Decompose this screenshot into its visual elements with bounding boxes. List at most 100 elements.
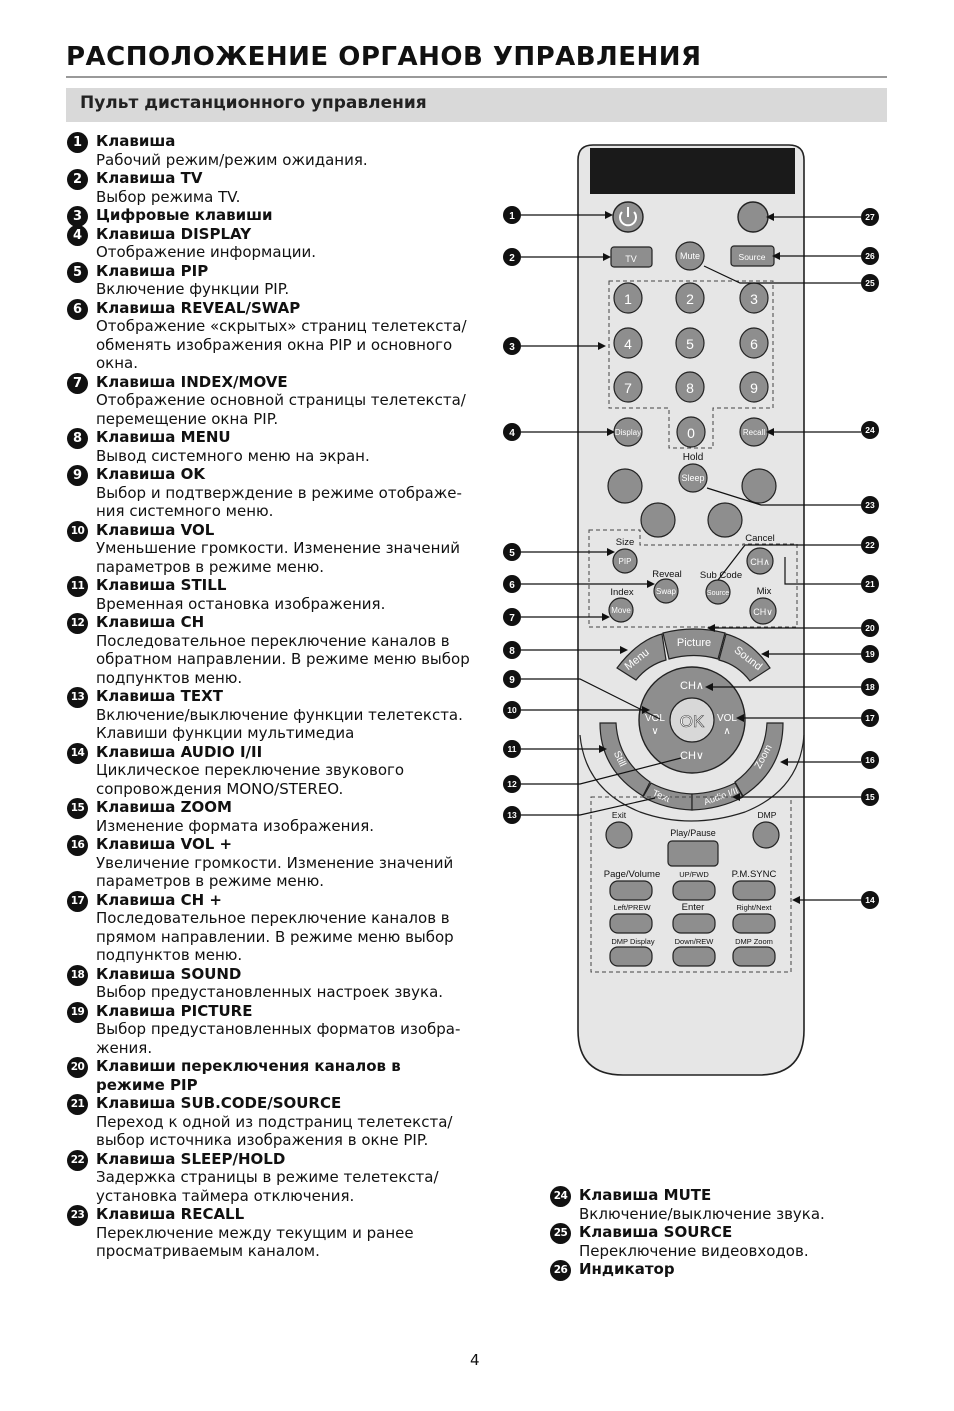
leader-lines [521, 214, 861, 901]
display-button-label: Display [615, 428, 641, 437]
callout-15: 15 [865, 792, 875, 802]
callout-26: 26 [865, 251, 875, 261]
legend-title: Клавиша SUB.CODE/SOURCE [96, 1094, 342, 1112]
outer-arc [579, 734, 805, 822]
callout-11: 11 [508, 744, 517, 754]
dmp-display-label: DMP Display [611, 937, 654, 946]
legend-number: 14 [67, 742, 88, 764]
callout-5: 5 [509, 548, 515, 559]
legend-desc: Включение функции PIP. [96, 280, 290, 298]
pip-source-button-label: Source [707, 590, 729, 597]
recall-button-label: Recall [743, 428, 765, 437]
legend-number: 10 [67, 520, 88, 542]
legend-title: Клавиша INDEX/MOVE [96, 372, 288, 391]
legend-desc: Переключение видеовходов. [579, 1241, 809, 1260]
legend-number: 20 [67, 1057, 88, 1078]
callout-badges-left [503, 206, 521, 824]
legend-number: 1 [67, 132, 88, 153]
legend-number: 19 [67, 1001, 88, 1023]
callout-badges-right [861, 208, 879, 909]
legend-title: Клавиша DISPLAY [96, 224, 252, 243]
digit-0: 0 [687, 425, 695, 441]
legend-desc: Отображение «скрытых» страниц телетекста… [96, 317, 467, 372]
callout-9: 9 [509, 675, 515, 686]
blank-button-mid-right [707, 502, 743, 538]
callout-12: 12 [507, 779, 517, 789]
legend-number: 15 [67, 798, 88, 819]
move-button [608, 597, 634, 623]
hold-label: Hold [683, 452, 704, 463]
ch-up-label: CH∧ [680, 680, 704, 692]
legend-number: 22 [67, 1149, 88, 1171]
legend-number: 5 [67, 261, 88, 283]
remote-diagram: TV Mute Source 1 2 3 4 5 6 7 8 9 0 Displ… [500, 140, 890, 1190]
legend-desc: Последовательное переключение каналов в … [96, 631, 470, 687]
callout-14: 14 [865, 895, 875, 905]
up-fwd-label: UP/FWD [679, 870, 709, 879]
callout-18: 18 [865, 682, 875, 692]
power-icon [619, 207, 637, 227]
legend-number: 21 [67, 1094, 88, 1115]
legend-title: Цифровые клавиши [96, 206, 273, 224]
title-rule [66, 76, 887, 78]
digit-8: 8 [686, 380, 694, 396]
legend-number: 18 [67, 964, 88, 986]
legend-desc: Выбор предустановленных форматов изобра-… [96, 1020, 461, 1057]
callout-19: 19 [865, 649, 875, 659]
legend-desc: Вывод системного меню на экран. [96, 446, 370, 465]
legend-number: 26 [550, 1260, 571, 1281]
legend-title: Клавиша CH + [96, 890, 222, 909]
legend-desc: Рабочий режим/режим ожидания. [96, 150, 368, 169]
legend-number: 25 [550, 1223, 571, 1244]
legend-number: 12 [67, 613, 88, 634]
legend-desc: Переключение между текущим и ранее просм… [96, 1223, 414, 1261]
callout-7: 7 [509, 613, 515, 624]
pip-button-label: PIP [619, 557, 632, 566]
legend-title: Клавиша SOURCE [579, 1223, 733, 1241]
legend-desc: Отображение информации. [96, 243, 317, 261]
menu-button [616, 633, 667, 681]
left-prew-button [609, 913, 653, 934]
legend-title: Клавиша OK [96, 465, 206, 483]
legend-number: 2 [67, 169, 88, 190]
digit-buttons [613, 282, 769, 448]
left-prew-label: Left/PREW [613, 903, 651, 912]
dmp-zoom-button [732, 946, 776, 967]
callout-8: 8 [509, 646, 515, 657]
indicator-button [737, 201, 769, 233]
callout-13: 13 [507, 810, 517, 820]
callout-24: 24 [865, 425, 875, 435]
legend-number: 8 [67, 428, 88, 449]
legend-desc: Задержка страницы в режиме телетекста/ус… [96, 1168, 439, 1205]
sound-button [718, 633, 771, 682]
legend-desc: Включение/выключение звука. [579, 1204, 825, 1223]
legend-desc: Увеличение громкости. Изменение значений… [96, 853, 454, 891]
down-rew-button [672, 946, 716, 967]
legend-desc: Выбор и подтверждение в режиме отображе-… [96, 483, 462, 521]
vol-right-arrow: ∧ [723, 726, 730, 737]
blank-button-right [741, 468, 777, 504]
legend-title: Клавиша PICTURE [96, 1001, 253, 1020]
enter-label: Enter [682, 902, 705, 913]
callout-25: 25 [865, 278, 875, 288]
callout-10: 10 [507, 705, 517, 715]
callout-16: 16 [865, 755, 875, 765]
section-title: Пульт дистанционного управления [80, 93, 427, 113]
callout-17: 17 [865, 713, 875, 723]
legend-desc: Включение/выключение функции телетекста.… [96, 705, 463, 743]
digit-9: 9 [750, 380, 758, 396]
